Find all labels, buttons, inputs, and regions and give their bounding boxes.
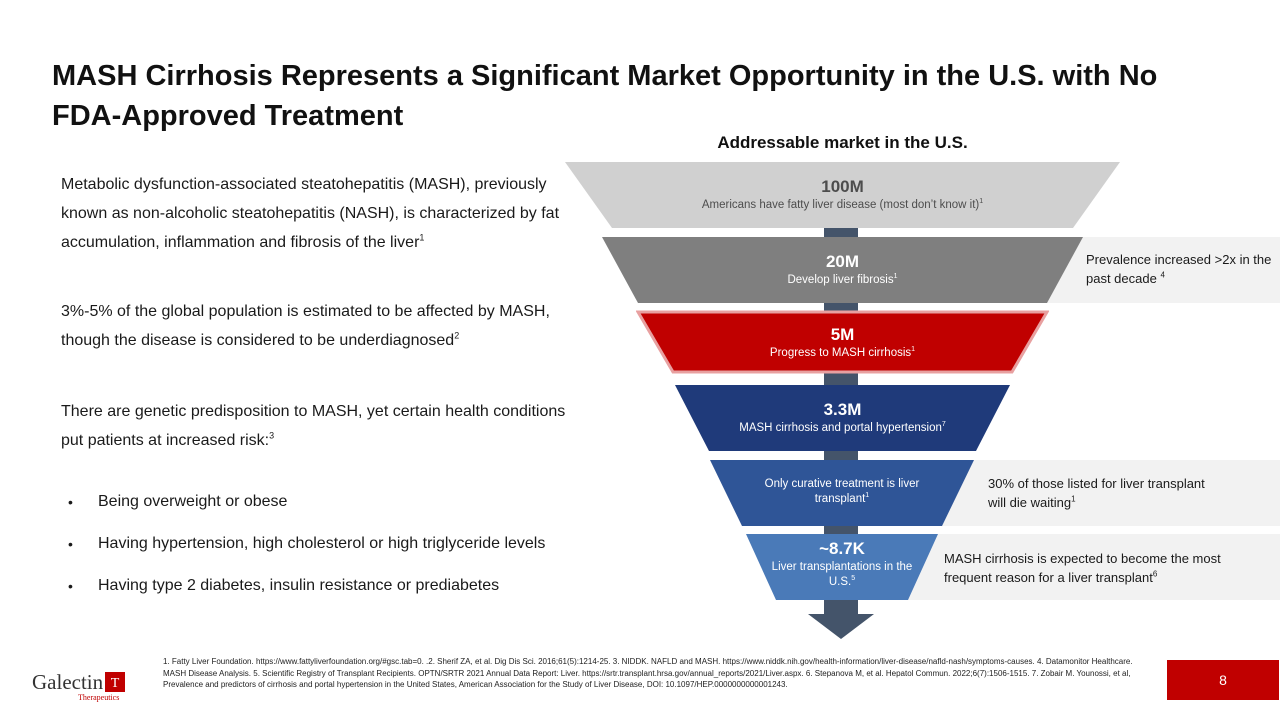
side-note-box — [1040, 237, 1280, 303]
footnotes: 1. Fatty Liver Foundation. https://www.f… — [163, 657, 1133, 689]
list-item: • Having hypertension, high cholesterol o… — [68, 534, 668, 554]
list-item: • Being overweight or obese — [68, 492, 668, 512]
funnel-tier-cirrhosis: 5M Progress to MASH cirrhosis1 — [636, 310, 1049, 374]
tier-label-text: Liver transplantations in the U.S. — [771, 561, 913, 588]
tier-label: Progress to MASH cirrhosis1 — [636, 346, 1049, 361]
side-note-waitlist: 30% of those listed for liver transplant… — [988, 474, 1208, 512]
list-item-text: Having hypertension, high cholesterol or… — [98, 535, 546, 552]
tier-label-text: Develop liver fibrosis — [787, 274, 894, 286]
paragraph-risk-factors: There are genetic predisposition to MASH… — [61, 397, 571, 455]
tier-label: Liver transplantations in the U.S.5 — [766, 560, 918, 590]
tier-shape — [565, 162, 1120, 228]
paragraph-text: 3%-5% of the global population is estima… — [61, 303, 550, 349]
footnote-ref: 1 — [979, 198, 984, 206]
footnote-ref: 2 — [454, 330, 460, 341]
side-note-text: Prevalence increased >2x in the past dec… — [1086, 252, 1272, 286]
side-note-text: 30% of those listed for liver transplant… — [988, 476, 1205, 510]
footnote-ref: 1 — [419, 232, 425, 243]
footnote-ref: 6 — [1152, 569, 1158, 579]
page-number: 8 — [1167, 660, 1279, 700]
tier-shape — [746, 534, 938, 600]
funnel-tier-fatty-liver: 100M Americans have fatty liver disease … — [565, 162, 1120, 228]
footnote-ref: 1 — [865, 492, 870, 500]
side-note-box — [900, 534, 1280, 600]
tier-shape — [710, 460, 974, 526]
gt-logo-icon: T — [105, 672, 126, 692]
tier-label: Only curative treatment is liver transpl… — [740, 477, 944, 507]
list-item-text: Having type 2 diabetes, insulin resistan… — [98, 577, 500, 594]
bullet-dot-icon: • — [68, 578, 73, 594]
side-note-box — [940, 460, 1280, 526]
paragraph-text: There are genetic predisposition to MASH… — [61, 403, 566, 449]
side-note-prevalence: Prevalence increased >2x in the past dec… — [1086, 250, 1276, 288]
paragraph-prevalence: 3%-5% of the global population is estima… — [61, 297, 571, 355]
slide-title: MASH Cirrhosis Represents a Significant … — [52, 60, 1158, 132]
list-item: • Having type 2 diabetes, insulin resista… — [68, 576, 668, 596]
tier-shape — [636, 310, 1049, 374]
tier-label-text: Progress to MASH cirrhosis — [769, 347, 912, 359]
arrow-down-icon — [808, 614, 874, 639]
tier-value: 5M — [830, 325, 855, 344]
tier-shape — [602, 237, 1083, 303]
tier-shape — [675, 385, 1010, 451]
funnel-tier-fibrosis: 20M Develop liver fibrosis1 — [602, 237, 1083, 303]
footnote-ref: 7 — [941, 421, 946, 429]
footnote-ref: 1 — [1071, 494, 1076, 504]
funnel-tier-portal-hypertension: 3.3M MASH cirrhosis and portal hypertens… — [675, 385, 1010, 451]
footnote-ref: 1 — [893, 273, 898, 281]
list-item-text: Being overweight or obese — [98, 493, 288, 510]
risk-factor-list: • Being overweight or obese • Having hyper… — [68, 492, 668, 618]
tier-label: MASH cirrhosis and portal hypertension7 — [675, 421, 1010, 436]
svg-text:T: T — [111, 676, 120, 691]
footnote-ref: 4 — [1160, 270, 1165, 280]
funnel-tier-transplantations: ~8.7K Liver transplantations in the U.S.… — [746, 534, 938, 600]
tier-label-text: MASH cirrhosis and portal hypertension — [739, 422, 942, 434]
company-logo: Galectin T — [32, 670, 126, 695]
tier-label-text: Only curative treatment is liver transpl… — [764, 478, 920, 505]
side-note-text: MASH cirrhosis is expected to become the… — [944, 551, 1221, 585]
tier-label: Americans have fatty liver disease (most… — [565, 198, 1120, 213]
tier-value: 100M — [821, 177, 864, 196]
footnote-ref: 1 — [911, 346, 916, 354]
funnel-heading: Addressable market in the U.S. — [717, 133, 968, 152]
logo-name: Galectin — [32, 670, 104, 694]
side-note-transplant-reason: MASH cirrhosis is expected to become the… — [944, 549, 1254, 587]
tier-label-text: Americans have fatty liver disease (most… — [701, 199, 980, 211]
logo-subtitle: Therapeutics — [78, 693, 120, 702]
funnel-tier-curative-treatment: Only curative treatment is liver transpl… — [710, 460, 974, 526]
bullet-dot-icon: • — [68, 494, 73, 510]
footnote-ref: 3 — [269, 430, 275, 441]
tier-value: 3.3M — [823, 400, 862, 419]
bullet-dot-icon: • — [68, 536, 73, 552]
paragraph-mash-definition: Metabolic dysfunction-associated steatoh… — [61, 170, 571, 257]
paragraph-text: Metabolic dysfunction-associated steatoh… — [61, 176, 560, 251]
tier-label: Develop liver fibrosis1 — [602, 273, 1083, 288]
footnote-ref: 5 — [851, 575, 856, 583]
tier-value: 20M — [825, 252, 860, 271]
tier-value: ~8.7K — [819, 539, 865, 558]
